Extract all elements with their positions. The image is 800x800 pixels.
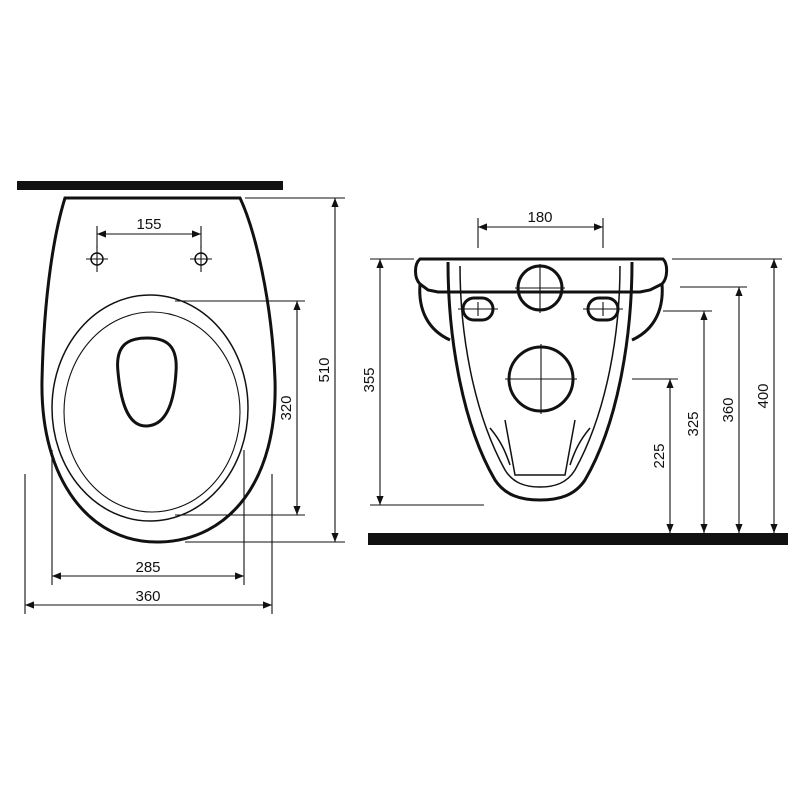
top-view: 155 320 510 285 360 bbox=[17, 181, 345, 614]
mount-hole-right bbox=[190, 246, 212, 272]
wall-bar bbox=[17, 181, 283, 190]
rear-shell-outer bbox=[446, 261, 634, 502]
rear-wing-right bbox=[631, 283, 664, 342]
supply-hole bbox=[515, 264, 565, 313]
rear-flange bbox=[414, 257, 669, 294]
seat-ring-outer bbox=[51, 294, 249, 522]
dim-height-400: 400 bbox=[672, 258, 782, 533]
fixing-slot-right bbox=[583, 296, 623, 322]
label-total-depth: 510 bbox=[316, 357, 333, 382]
dim-hole-spacing: 155 bbox=[96, 216, 202, 248]
label-height-225: 225 bbox=[651, 443, 668, 468]
label-height-400: 400 bbox=[755, 383, 772, 408]
floor-bar bbox=[368, 533, 788, 545]
label-opening-depth: 320 bbox=[278, 395, 295, 420]
dim-pipe-spacing: 180 bbox=[477, 209, 604, 248]
label-height-360: 360 bbox=[720, 397, 737, 422]
label-left-height: 355 bbox=[361, 367, 378, 392]
label-inner-width: 285 bbox=[135, 559, 160, 576]
label-height-325: 325 bbox=[685, 411, 702, 436]
rear-trap bbox=[489, 419, 591, 476]
label-pipe-spacing: 180 bbox=[527, 209, 552, 226]
dim-height-360: 360 bbox=[680, 286, 747, 533]
dim-inner-width: 285 bbox=[51, 450, 245, 585]
label-hole-spacing: 155 bbox=[136, 216, 161, 233]
dim-height-325: 325 bbox=[663, 310, 712, 533]
dim-total-width: 360 bbox=[24, 474, 273, 614]
bowl-outline bbox=[40, 196, 277, 544]
drain-opening bbox=[116, 336, 178, 428]
seat-ring-inner bbox=[63, 311, 241, 513]
rear-wing-left bbox=[418, 283, 451, 342]
dim-total-depth: 510 bbox=[185, 197, 345, 543]
dim-opening-depth: 320 bbox=[175, 300, 305, 516]
dim-height-225: 225 bbox=[632, 378, 678, 533]
rear-view: 180 355 225 325 360 bbox=[361, 209, 788, 545]
drain-hole bbox=[505, 344, 577, 414]
mount-hole-left bbox=[86, 246, 108, 272]
dim-left-height: 355 bbox=[361, 258, 484, 506]
fixing-slot-left bbox=[458, 296, 498, 322]
label-total-width: 360 bbox=[135, 588, 160, 605]
rear-shell-inner bbox=[459, 265, 621, 488]
